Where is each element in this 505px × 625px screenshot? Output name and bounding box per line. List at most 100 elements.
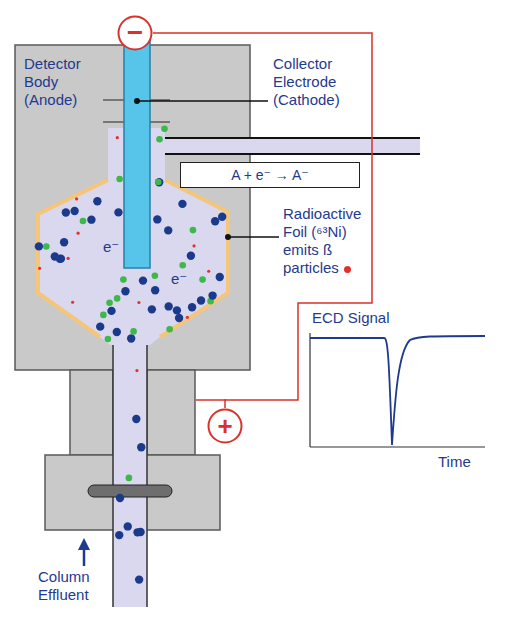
particle xyxy=(164,226,172,234)
chart-axis xyxy=(310,446,485,447)
particle xyxy=(124,522,132,530)
particle xyxy=(130,328,137,335)
particle xyxy=(107,307,115,315)
particle xyxy=(70,207,78,215)
particle xyxy=(71,301,74,304)
particle xyxy=(164,302,172,310)
axis-label: Time xyxy=(438,453,471,471)
particle xyxy=(208,291,216,299)
part-label: Radioactive Foil (⁶³Ni) emits ß particle… xyxy=(283,205,367,277)
particle xyxy=(115,531,123,539)
particle xyxy=(137,443,145,451)
particle xyxy=(116,176,123,183)
flow-arrow xyxy=(83,548,86,566)
particle xyxy=(148,305,156,313)
axis-title: ECD Signal xyxy=(312,309,390,327)
particle xyxy=(187,252,195,260)
particle xyxy=(87,215,95,223)
particle xyxy=(216,273,224,281)
particle xyxy=(75,197,78,200)
plus-terminal: + xyxy=(207,408,243,444)
particle xyxy=(207,270,210,273)
signal-trace xyxy=(310,336,485,445)
particle xyxy=(133,528,141,536)
flow-arrowhead xyxy=(78,538,90,550)
vent-pipe xyxy=(165,138,420,154)
particle xyxy=(80,218,87,225)
particle xyxy=(100,312,107,319)
particle xyxy=(96,322,104,330)
particle xyxy=(156,136,163,143)
particle xyxy=(153,215,161,223)
particle xyxy=(127,334,135,342)
terminal-sign: + xyxy=(217,413,232,439)
particle xyxy=(166,326,173,333)
particle xyxy=(62,208,70,216)
particle xyxy=(43,243,50,250)
particle xyxy=(35,242,43,250)
particle xyxy=(113,328,121,336)
particle xyxy=(132,415,140,423)
particle xyxy=(116,136,119,139)
particle xyxy=(199,276,206,283)
leader-line xyxy=(137,100,268,102)
particle xyxy=(135,369,138,372)
particle xyxy=(197,296,205,304)
vent-pipe-wall xyxy=(165,137,420,139)
particle xyxy=(120,276,127,283)
particle xyxy=(114,208,122,216)
particle xyxy=(151,286,159,294)
particle xyxy=(161,126,168,133)
particle xyxy=(67,257,70,260)
particle xyxy=(137,301,140,304)
part-label: Detector Body (Anode) xyxy=(24,55,104,109)
collector-electrode xyxy=(124,30,150,268)
particle xyxy=(211,217,219,225)
part-label: Collector Electrode (Cathode) xyxy=(273,55,353,109)
reaction-box: A + e⁻ → A⁻ xyxy=(180,162,360,188)
column-tube-wall xyxy=(112,345,114,607)
ferrule xyxy=(88,485,172,497)
leader-line xyxy=(228,236,279,238)
particle xyxy=(93,197,101,205)
particle xyxy=(126,475,133,482)
electron-label: e⁻ xyxy=(171,270,187,288)
wire xyxy=(153,33,372,408)
particle xyxy=(192,244,195,247)
particle xyxy=(105,336,112,343)
reaction-text: A + e⁻ → A⁻ xyxy=(231,166,308,184)
particle xyxy=(155,178,163,186)
particle xyxy=(179,262,186,269)
body-stem xyxy=(147,370,195,455)
particle xyxy=(106,300,113,307)
particle xyxy=(188,303,196,311)
chart-axis xyxy=(309,333,310,447)
particle xyxy=(135,575,143,583)
particle xyxy=(121,287,129,295)
particle xyxy=(218,213,226,221)
minus-terminal: − xyxy=(117,15,153,51)
particle xyxy=(38,267,41,270)
particle xyxy=(155,179,162,186)
flow-label: Column Effluent xyxy=(38,568,118,604)
electron-label: e⁻ xyxy=(103,238,119,256)
terminal-outline xyxy=(209,410,242,443)
particle xyxy=(139,276,147,284)
vent-pipe-wall xyxy=(165,153,420,155)
particle xyxy=(175,314,183,322)
particle xyxy=(186,316,189,319)
terminal-sign: − xyxy=(127,19,143,47)
particle xyxy=(152,272,159,279)
particle xyxy=(116,494,124,502)
column-tube-wall xyxy=(146,345,148,607)
body-stem xyxy=(70,370,113,455)
particle xyxy=(76,232,79,235)
particle xyxy=(190,227,197,234)
particle xyxy=(114,295,121,302)
particle xyxy=(178,200,186,208)
terminal-outline xyxy=(119,17,152,50)
particle xyxy=(173,306,181,314)
particle xyxy=(60,238,68,246)
wire xyxy=(196,399,226,401)
